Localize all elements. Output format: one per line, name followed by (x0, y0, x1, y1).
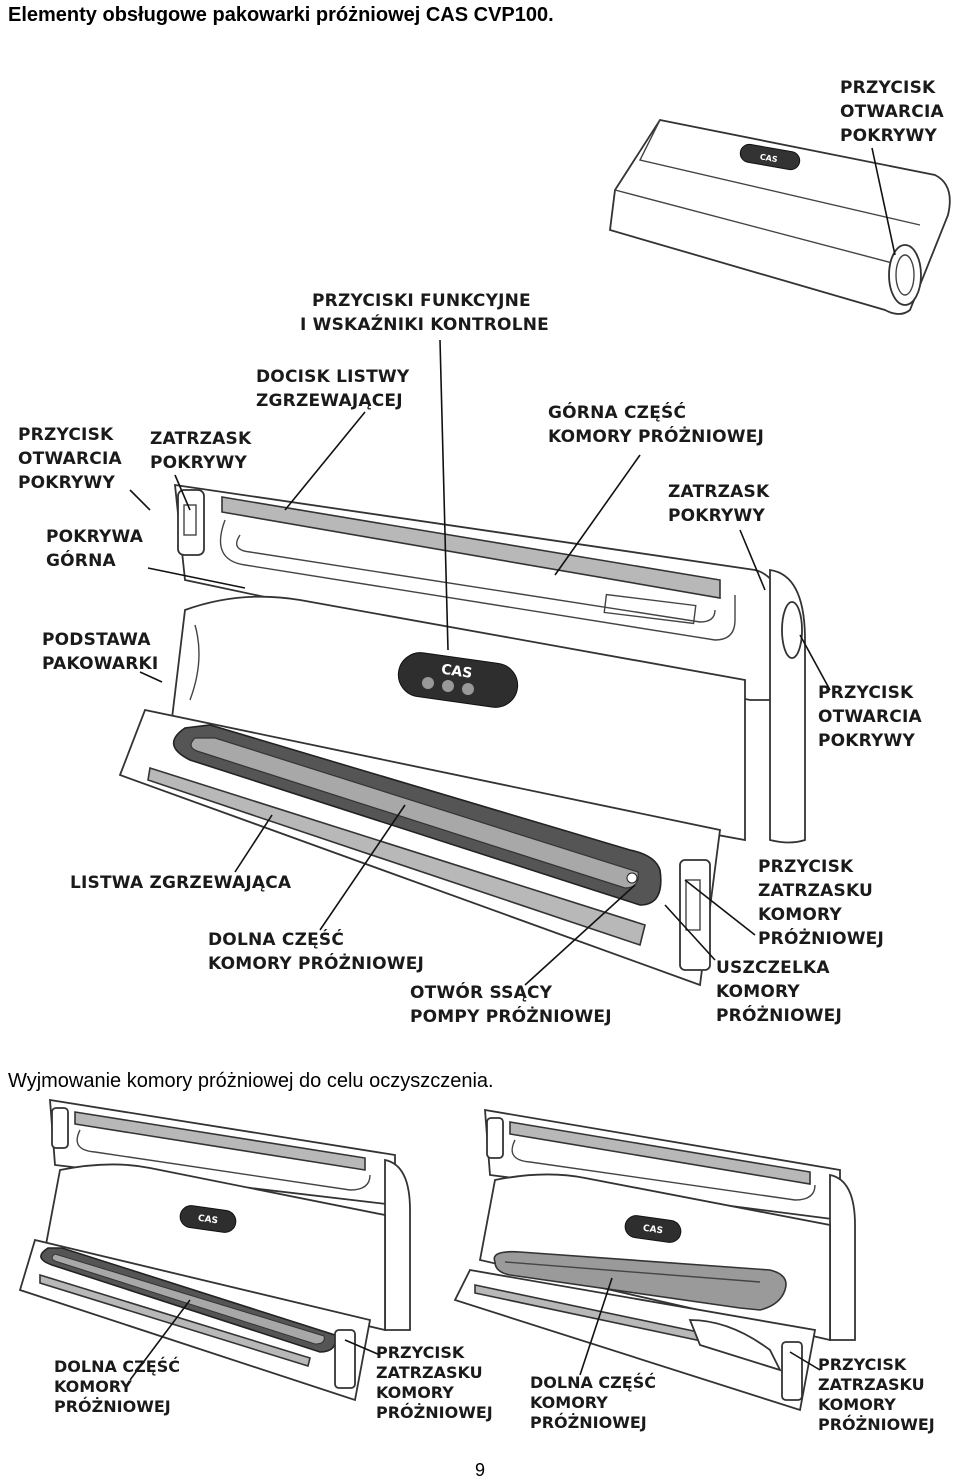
label-chamber-gasket: USZCZELKA KOMORY PRÓŻNIOWEJ (716, 958, 842, 1026)
label-open-button-top: PRZYCISK OTWARCIA POKRYWY (840, 78, 950, 146)
label-lid-latch-left: ZATRZASK POKRYWY (150, 429, 257, 473)
label-open-button-right: PRZYCISK OTWARCIA POKRYWY (818, 683, 928, 751)
label-upper-chamber: GÓRNA CZĘŚĆ KOMORY PRÓŻNIOWEJ (548, 401, 764, 447)
closed-appliance-illustration: CAS (609, 118, 951, 315)
logo-bottom-left: CAS (197, 1214, 218, 1227)
logo-main: CAS (440, 662, 473, 682)
label-lid-latch-right: ZATRZASK POKRYWY (668, 482, 775, 526)
leader-lines (129, 147, 896, 986)
label-top-cover: POKRYWA GÓRNA (46, 527, 149, 571)
logo-bottom-right: CAS (642, 1224, 663, 1237)
label-seal-bar-press: DOCISK LISTWY ZGRZEWAJĄCEJ (256, 367, 415, 411)
page-title: Elementy obsługowe pakowarki próżniowej … (8, 4, 554, 26)
label-chamber-latch-button: PRZYCISK ZATRZASKU KOMORY PRÓŻNIOWEJ (758, 857, 884, 949)
label-bl-chamber-latch: PRZYCISK ZATRZASKU KOMORY PRÓŻNIOWEJ (376, 1343, 493, 1422)
section-subtitle: Wyjmowanie komory próżniowej do celu ocz… (8, 1070, 494, 1092)
bottom-left-illustration: CAS DOLNA CZĘŚĆ KOMORY PRÓŻNIOWEJ PRZYCI… (18, 1098, 493, 1422)
label-suction-port: OTWÓR SSĄCY POMPY PRÓŻNIOWEJ (410, 981, 612, 1027)
label-lower-chamber: DOLNA CZĘŚĆ KOMORY PRÓŻNIOWEJ (208, 928, 424, 974)
label-br-chamber-latch: PRZYCISK ZATRZASKU KOMORY PRÓŻNIOWEJ (818, 1355, 935, 1434)
label-seal-bar: LISTWA ZGRZEWAJĄCA (70, 873, 292, 893)
label-bl-lower-chamber: DOLNA CZĘŚĆ KOMORY PRÓŻNIOWEJ (54, 1357, 186, 1416)
bottom-right-illustration: CAS DOLNA CZĘŚĆ KOMORY PRÓŻNIOWEJ PRZYCI… (453, 1108, 935, 1434)
logo-closed: CAS (759, 152, 778, 164)
open-appliance-illustration: CAS (118, 483, 806, 987)
label-base: PODSTAWA PAKOWARKI (42, 630, 158, 674)
label-function-buttons: PRZYCISKI FUNKCYJNE I WSKAŹNIKI KONTROLN… (300, 291, 549, 335)
main-labels: PRZYCISK OTWARCIA POKRYWY PRZYCISKI FUNK… (18, 78, 950, 1027)
page-number: 9 (474, 1460, 485, 1480)
label-br-lower-chamber: DOLNA CZĘŚĆ KOMORY PRÓŻNIOWEJ (530, 1373, 662, 1432)
label-open-button-left: PRZYCISK OTWARCIA POKRYWY (18, 425, 128, 493)
